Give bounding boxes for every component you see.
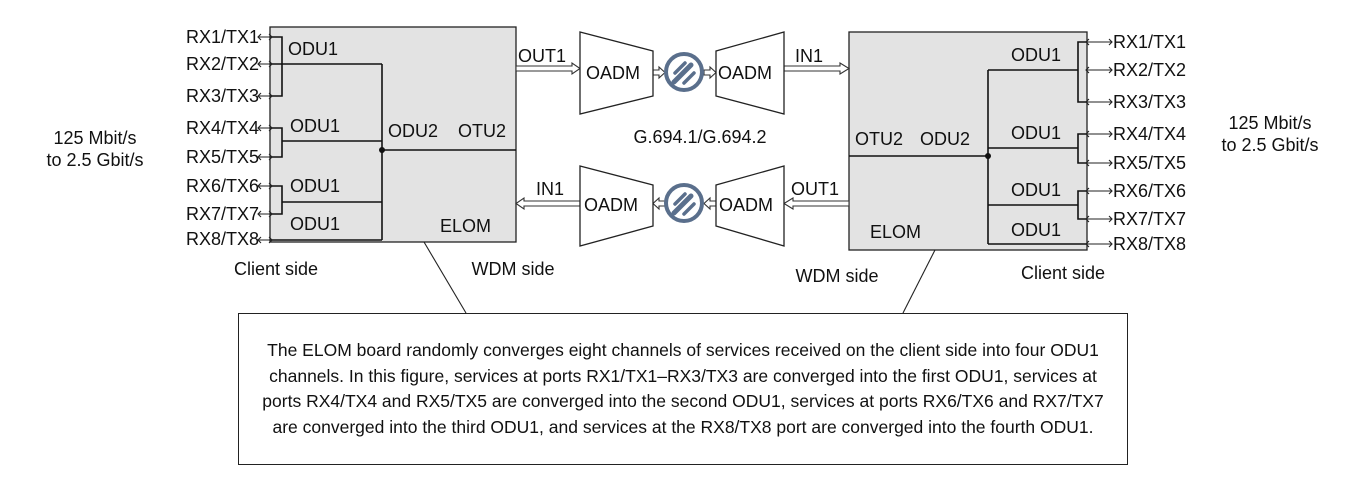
left-rate-label: 125 Mbit/s to 2.5 Gbit/s [10, 127, 180, 171]
left-odu1-label-4: ODU1 [290, 214, 340, 234]
right-port-2: RX2/TX2 [1113, 60, 1186, 80]
left-rate-line-1: 125 Mbit/s [53, 128, 137, 148]
left-odu1-label-2: ODU1 [290, 116, 340, 136]
oadm-bottom-left [579, 165, 654, 247]
left-port-2: RX2/TX2 [186, 54, 259, 74]
right-odu1-label-4: ODU1 [1011, 220, 1061, 240]
right-port-4: RX4/TX4 [1113, 124, 1186, 144]
left-odu1-label-1: ODU1 [288, 39, 338, 59]
description-note: The ELOM board randomly converges eight … [238, 313, 1128, 465]
left-odu2-label: ODU2 [388, 121, 438, 141]
oadm-bottom-right [715, 165, 785, 247]
left-rate-line-2: to 2.5 Gbit/s [46, 150, 144, 170]
right-out-port-label: OUT1 [791, 179, 839, 199]
right-rate-line-2: to 2.5 Gbit/s [1221, 135, 1319, 155]
right-port-5: RX5/TX5 [1113, 153, 1186, 173]
right-port-6: RX6/TX6 [1113, 181, 1186, 201]
right-board-box [848, 31, 1088, 251]
left-in-port-label: IN1 [536, 179, 564, 199]
oadm-top-right-label: OADM [718, 63, 772, 83]
description-text: The ELOM board randomly converges eight … [262, 340, 1104, 437]
oadm-bottom-left-label: OADM [584, 195, 638, 215]
fiber-icon [664, 183, 704, 223]
right-odu1-label-3: ODU1 [1011, 180, 1061, 200]
right-board-name: ELOM [870, 222, 921, 242]
left-port-5: RX5/TX5 [186, 147, 259, 167]
left-out-port-label: OUT1 [518, 46, 566, 66]
left-port-8: RX8/TX8 [186, 229, 259, 249]
right-port-arrows [1085, 38, 1113, 248]
left-client-side-label: Client side [234, 259, 318, 279]
left-junction-dot [379, 147, 385, 153]
left-port-arrows [257, 33, 273, 244]
oadm-top-right [715, 31, 785, 115]
right-port-7: RX7/TX7 [1113, 209, 1186, 229]
right-port-1: RX1/TX1 [1113, 32, 1186, 52]
left-odu1-label-3: ODU1 [290, 176, 340, 196]
right-rate-line-1: 125 Mbit/s [1228, 113, 1312, 133]
oadm-top-left [579, 31, 654, 115]
fiber-arrows [515, 61, 851, 211]
right-port-3: RX3/TX3 [1113, 92, 1186, 112]
left-otu2-label: OTU2 [458, 121, 506, 141]
right-port-8: RX8/TX8 [1113, 234, 1186, 254]
left-port-7: RX7/TX7 [186, 204, 259, 224]
left-port-6: RX6/TX6 [186, 176, 259, 196]
right-elom-board: RX1/TX1 RX2/TX2 RX3/TX3 RX4/TX4 RX5/TX5 … [791, 31, 1186, 286]
standard-label: G.694.1/G.694.2 [633, 127, 766, 147]
right-client-side-label: Client side [1021, 263, 1105, 283]
fiber-icon [664, 52, 704, 92]
right-odu1-label-1: ODU1 [1011, 45, 1061, 65]
right-odu2-label: ODU2 [920, 129, 970, 149]
left-port-1: RX1/TX1 [186, 27, 259, 47]
oadm-bottom-right-label: OADM [719, 195, 773, 215]
right-wdm-side-label: WDM side [795, 266, 878, 286]
right-rate-label: 125 Mbit/s to 2.5 Gbit/s [1185, 112, 1355, 156]
left-elom-board: RX1/TX1 RX2/TX2 RX3/TX3 RX4/TX4 RX5/TX5 … [186, 26, 566, 279]
right-odu1-label-2: ODU1 [1011, 123, 1061, 143]
left-board-box [269, 26, 517, 243]
oadm-top-left-label: OADM [586, 63, 640, 83]
left-board-name: ELOM [440, 216, 491, 236]
left-wdm-side-label: WDM side [471, 259, 554, 279]
left-port-3: RX3/TX3 [186, 86, 259, 106]
right-otu2-label: OTU2 [855, 129, 903, 149]
transport-section: OADM OADM OADM OADM G.694.1/G.694.2 [515, 31, 851, 247]
right-in-port-label: IN1 [795, 46, 823, 66]
right-junction-dot [985, 153, 991, 159]
callout-lines [423, 241, 936, 314]
left-port-4: RX4/TX4 [186, 118, 259, 138]
